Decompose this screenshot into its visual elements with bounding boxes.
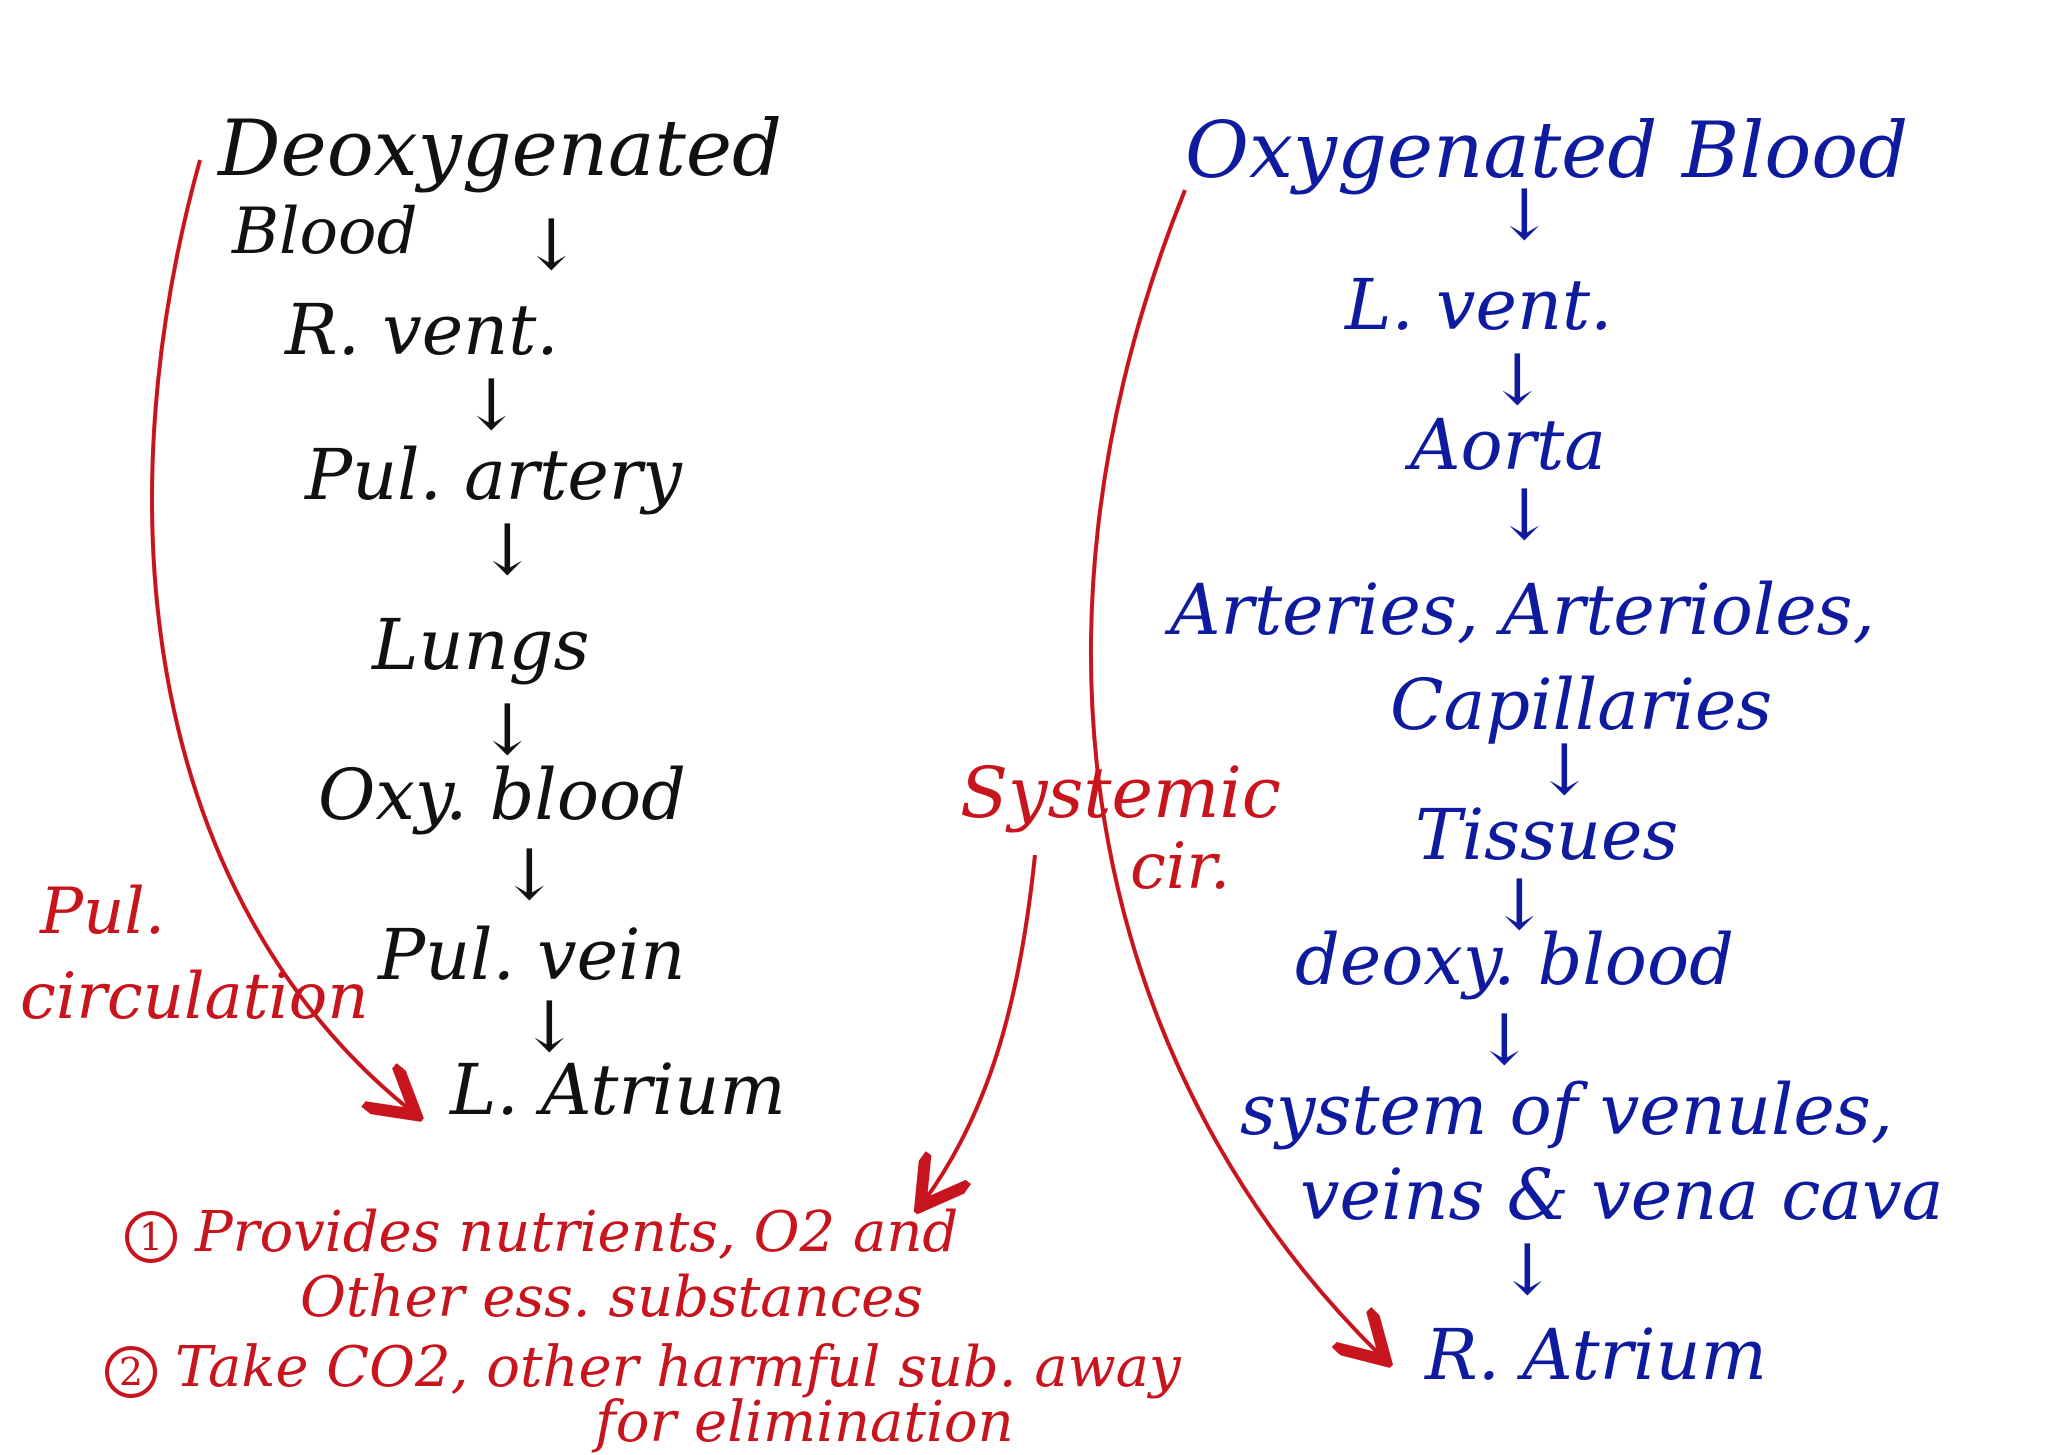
step-oxy-blood: Oxy. blood [318,754,686,836]
down-arrow-icon: ↓ [478,689,537,771]
down-arrow-icon: ↓ [1495,474,1554,556]
pulmonary-label-line1: Pul. [40,875,166,949]
note-point-2-line2: for elimination [595,1390,1014,1455]
note-point-2-line1: Take CO2, other harmful sub. away [175,1335,1181,1400]
step-arteries: Arteries, Arterioles, [1170,569,1875,651]
down-arrow-icon: ↓ [1535,729,1594,811]
step-deoxygenated: Deoxygenated [218,104,782,194]
step-tissues: Tissues [1415,794,1679,876]
step-right-ventricle: R. vent. [285,289,559,371]
number-1-icon: 1 [125,1210,177,1263]
step-aorta: Aorta [1410,404,1607,486]
down-arrow-icon: ↓ [1495,174,1554,256]
step-left-ventricle: L. vent. [1345,264,1613,346]
down-arrow-icon: ↓ [1498,1229,1557,1311]
down-arrow-icon: ↓ [478,509,537,591]
step-left-atrium: L. Atrium [450,1049,786,1131]
down-arrow-icon: ↓ [1490,864,1549,946]
down-arrow-icon: ↓ [462,364,521,446]
pulmonary-label-line2: circulation [20,960,369,1034]
down-arrow-icon: ↓ [1488,339,1547,421]
step-oxygenated-blood: Oxygenated Blood [1185,106,1909,196]
step-pulmonary-artery: Pul. artery [305,434,682,516]
systemic-label-line1: Systemic [960,752,1281,834]
step-pulmonary-vein: Pul. vein [378,914,686,996]
systemic-circulation-arrow [1088,189,1380,1355]
systemic-to-notes-arrow [925,854,1037,1200]
down-arrow-icon: ↓ [1475,999,1534,1081]
down-arrow-icon: ↓ [520,986,579,1068]
step-deoxy-blood: deoxy. blood [1295,919,1734,1001]
down-arrow-icon: ↓ [522,204,581,286]
systemic-label-line2: cir. [1130,830,1231,904]
note-point-1-line1: Provides nutrients, O2 and [195,1200,959,1265]
number-2-icon: 2 [105,1345,157,1398]
step-right-atrium: R. Atrium [1425,1314,1767,1396]
note-point-1-line2: Other ess. substances [300,1265,923,1330]
step-lungs: Lungs [372,604,590,686]
step-venules: system of venules, [1240,1069,1894,1151]
down-arrow-icon: ↓ [500,834,559,916]
pulmonary-circulation-arrow [150,159,410,1110]
step-blood: Blood [232,195,418,269]
step-veins-vena-cava: veins & vena cava [1300,1154,1944,1236]
step-capillaries: Capillaries [1390,664,1773,746]
